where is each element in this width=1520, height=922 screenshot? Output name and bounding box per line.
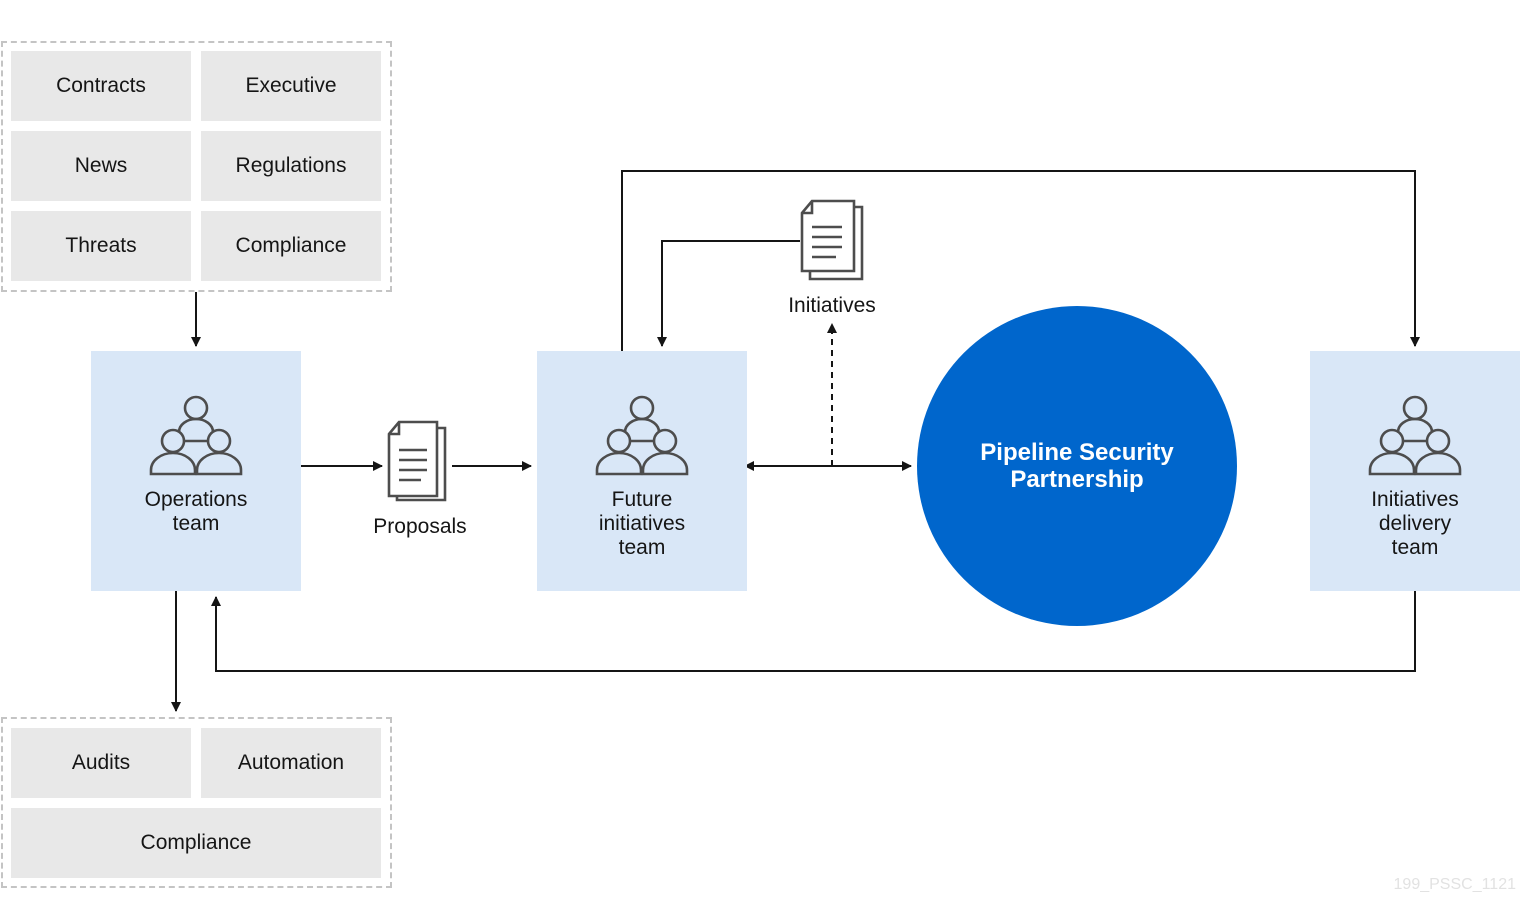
arrow-delivery-to-operations [211,591,1416,672]
inputs-group [1,41,392,292]
people-group-icon [149,395,243,476]
arrow-initiatives-to-future [657,240,800,347]
people-group-icon [595,395,689,476]
partnership-label: Pipeline Security Partnership [980,439,1174,493]
input-tile-news: News [11,131,191,201]
proposals-label: Proposals [373,515,467,538]
document-icon [800,199,864,281]
input-tile-executive: Executive [201,51,381,121]
output-tile-compliance: Compliance [11,808,381,878]
people-group-icon [1368,395,1462,476]
initiatives-doc-label: Initiatives [788,294,876,317]
input-tile-contracts: Contracts [11,51,191,121]
input-tile-compliance: Compliance [201,211,381,281]
pipeline-security-partnership: Pipeline Security Partnership [917,306,1237,626]
figure-id: 199_PSSC_1121 [1393,876,1516,893]
input-tile-regulations: Regulations [201,131,381,201]
output-tile-audits: Audits [11,728,191,798]
output-tile-automation: Automation [201,728,381,798]
input-tile-threats: Threats [11,211,191,281]
initiatives-delivery-team-label: Initiatives delivery team [1371,488,1459,559]
future-initiatives-team-label: Future initiatives team [598,488,686,559]
operations-team-label: Operations team [144,488,248,535]
arrow-future-to-delivery [621,170,1420,351]
outputs-group [1,717,392,888]
document-icon [387,420,447,502]
